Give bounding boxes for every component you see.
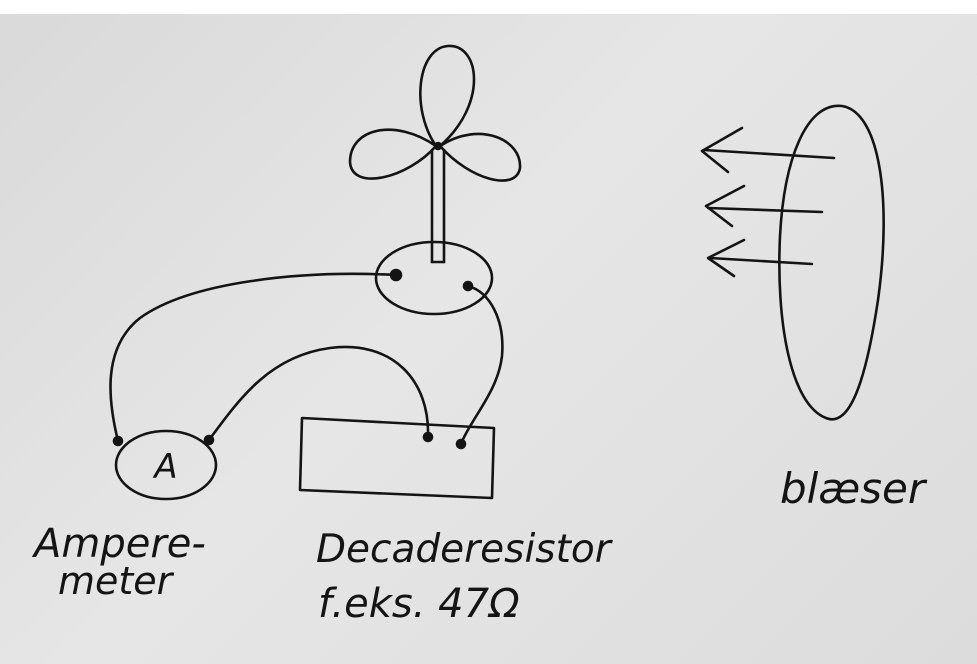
resistor-label-line1: Decaderesistor xyxy=(316,527,611,572)
arrow-icon xyxy=(706,238,814,278)
motor-shaft xyxy=(430,148,446,264)
ammeter-circle xyxy=(114,429,218,501)
wire-motor-to-resistor xyxy=(459,284,504,446)
top-border xyxy=(0,0,977,14)
wire-ammeter-to-resistor xyxy=(207,345,430,442)
propeller-blade-right xyxy=(438,132,522,182)
arrow-icon xyxy=(704,184,824,228)
wire-motor-to-ammeter xyxy=(109,272,398,443)
blower-label: blæser xyxy=(780,464,926,513)
propeller-hub xyxy=(433,141,443,151)
motor-body xyxy=(374,240,494,316)
propeller-icon xyxy=(348,44,522,182)
airflow-arrows xyxy=(700,126,836,278)
propeller-blade-left xyxy=(348,128,438,180)
blower-body xyxy=(778,104,885,421)
resistor-box xyxy=(298,416,496,500)
ammeter-label-line2: meter xyxy=(58,559,173,603)
propeller-blade-top xyxy=(419,44,476,148)
resistor-label-line2: f.eks. 47Ω xyxy=(318,581,520,627)
ammeter-label-line1: Ampere- xyxy=(34,521,206,567)
arrow-icon xyxy=(700,126,836,174)
ammeter-symbol: A xyxy=(152,447,177,487)
